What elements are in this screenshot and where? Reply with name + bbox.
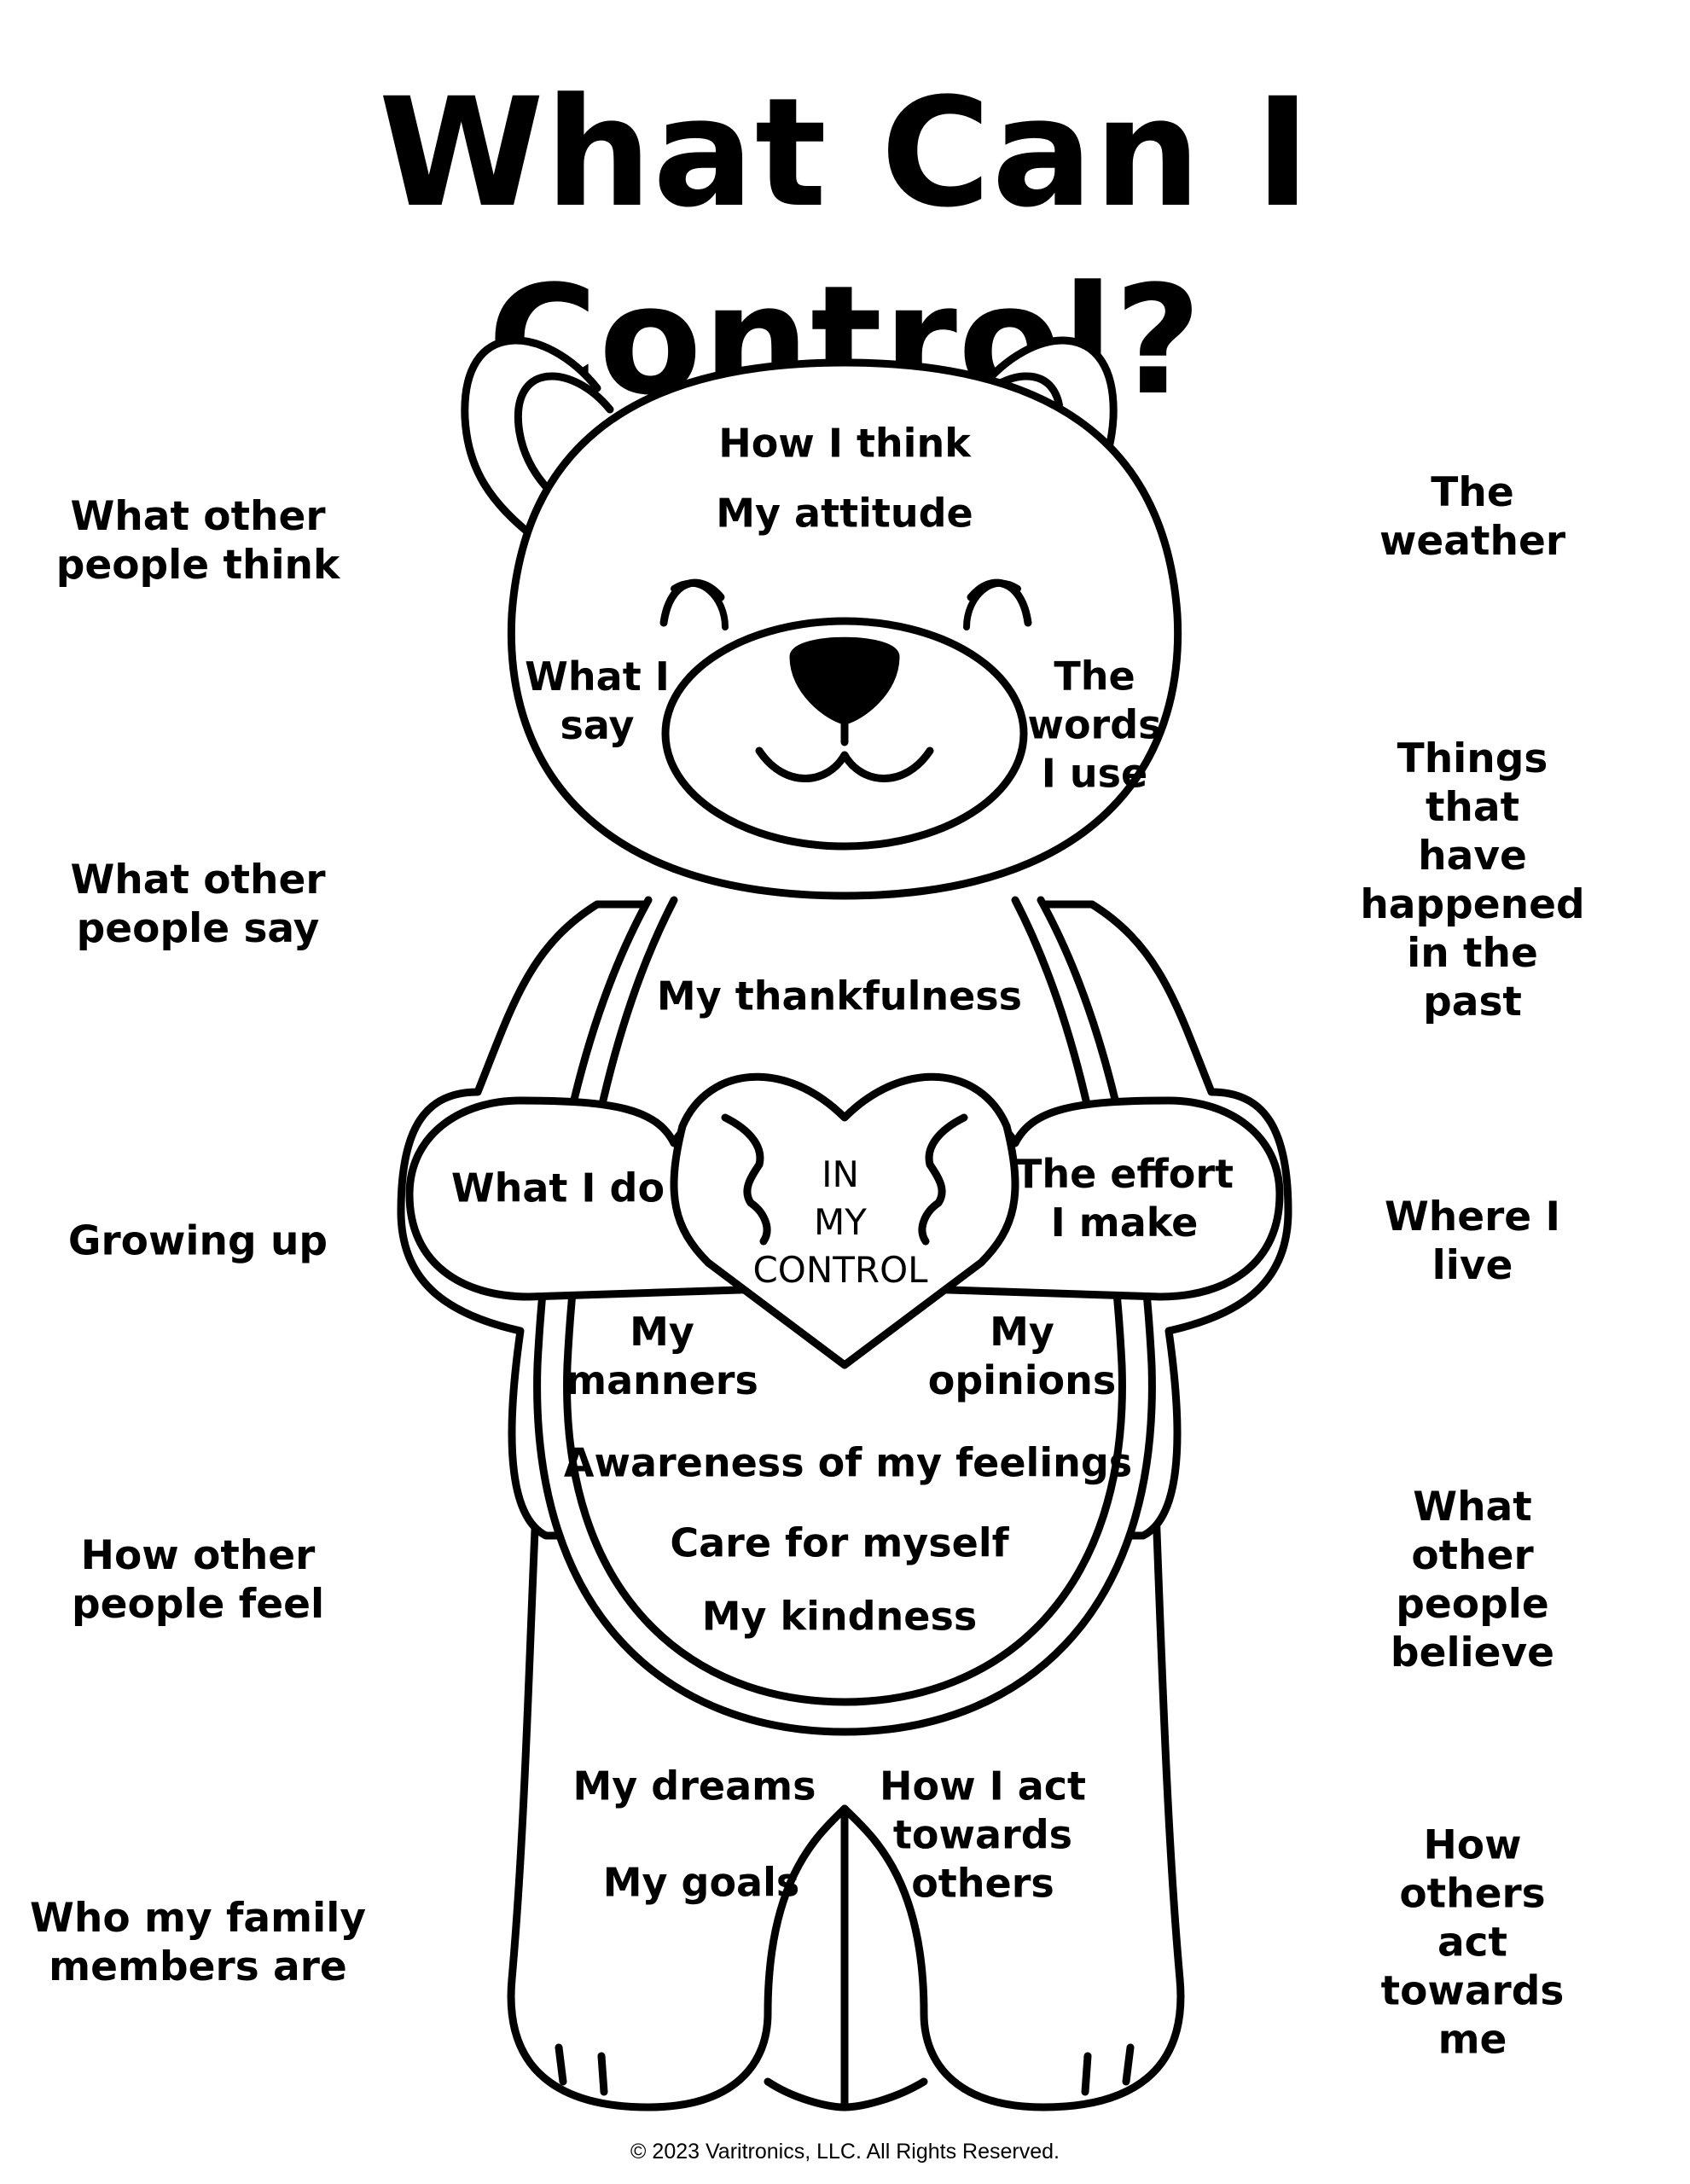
- outside-right-item: Where I live: [1384, 1194, 1561, 1289]
- outside-left-item: Who my family members are: [30, 1895, 366, 1990]
- outside-left-item: How other people feel: [71, 1532, 325, 1628]
- label-goals: My goals: [602, 1859, 800, 1906]
- label-what-i-do: What I do: [450, 1165, 665, 1211]
- label-kindness: My kindness: [701, 1593, 978, 1640]
- bear-left-ear: [461, 336, 614, 550]
- outside-right-item: What other people believe: [1390, 1484, 1555, 1676]
- label-act-towards: How I act towards others: [879, 1763, 1087, 1907]
- bear-legs: [507, 1506, 1185, 2111]
- label-care: Care for myself: [670, 1519, 1009, 1566]
- label-my-attitude: My attitude: [716, 490, 973, 537]
- label-manners: My manners: [566, 1309, 758, 1403]
- outside-left-item: What other people say: [70, 857, 326, 952]
- label-words-i-use: The words I use: [1027, 653, 1162, 797]
- label-how-i-think: How I think: [718, 420, 971, 467]
- outside-right-item: How others act towards me: [1380, 1821, 1565, 2064]
- label-thankfulness: My thankfulness: [656, 973, 1023, 1019]
- bear-mouth: [755, 717, 934, 782]
- outside-left-item: What other people think: [55, 493, 340, 589]
- label-opinions: My opinions: [927, 1309, 1117, 1403]
- label-awareness: Awareness of my feelings: [563, 1439, 1133, 1486]
- label-effort: The effort I make: [1014, 1151, 1234, 1246]
- label-dreams: My dreams: [572, 1763, 816, 1809]
- copyright-footer: © 2023 Varitronics, LLC. All Rights Rese…: [630, 2140, 1060, 2164]
- label-what-i-say: What I say: [525, 653, 670, 748]
- bear-nose: [789, 636, 900, 725]
- heart-label: IN MY CONTROL: [752, 1153, 928, 1291]
- outside-right-item: The weather: [1379, 469, 1565, 565]
- outside-right-item: Things that have happened in the past: [1360, 735, 1585, 1025]
- outside-left-item: Growing up: [67, 1217, 328, 1265]
